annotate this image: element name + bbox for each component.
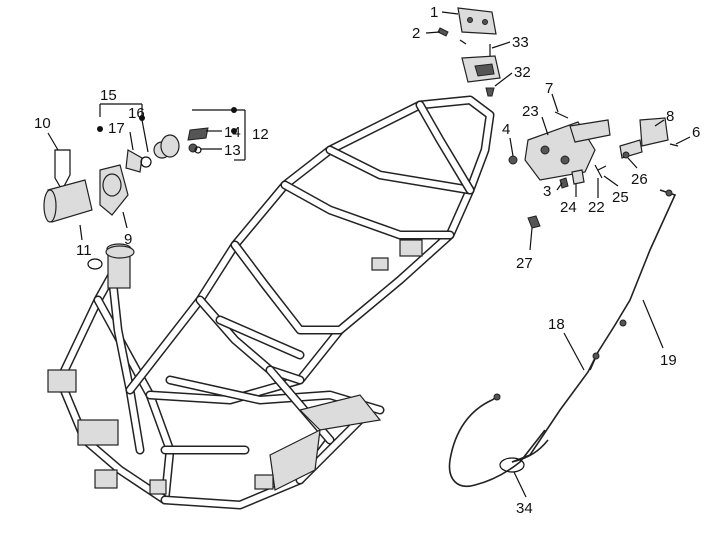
- bolt: [527, 215, 541, 229]
- label-3: 3: [543, 183, 551, 200]
- label-27: 27: [516, 255, 533, 272]
- label-19: 19: [660, 352, 677, 369]
- seal-ring: [87, 258, 103, 270]
- label-15: 15: [100, 87, 117, 104]
- cable-clamp: [499, 457, 525, 473]
- latch-pin: [187, 127, 209, 141]
- label-9: 9: [124, 231, 132, 248]
- lock-cylinder: [125, 149, 143, 173]
- frame-tube-core: [417, 102, 473, 193]
- label-4: 4: [502, 121, 510, 138]
- label-17: 17: [108, 120, 125, 137]
- steering-head: [47, 243, 132, 489]
- label-32: 32: [514, 64, 531, 81]
- label-24: 24: [560, 199, 577, 216]
- frame-tube-core: [327, 147, 473, 193]
- label-12: 12: [252, 126, 269, 143]
- label-33: 33: [512, 34, 529, 51]
- frame-tube: [230, 185, 475, 335]
- cables: [448, 189, 677, 487]
- fuel-filler-assembly: [43, 127, 209, 270]
- screw: [437, 27, 449, 37]
- label-2: 2: [412, 25, 420, 42]
- cable-19: [511, 189, 677, 463]
- bracket-plate: [457, 7, 497, 35]
- label-1: 1: [430, 4, 438, 21]
- label-7: 7: [545, 80, 553, 97]
- frame-tube-core: [217, 317, 303, 358]
- label-13: 13: [224, 142, 241, 159]
- filler-neck: [105, 245, 135, 259]
- label-22: 22: [588, 199, 605, 216]
- actuator: [639, 117, 669, 147]
- seat-lock-bracket: [437, 7, 501, 97]
- label-10: 10: [34, 115, 51, 132]
- part-labels: 1 2 33 32 15 16 17 10 14 12 13 9 11 7 23…: [34, 4, 700, 517]
- frame-tube-core: [147, 327, 343, 403]
- frame-tube: [280, 180, 455, 240]
- frame-tube-core: [127, 97, 493, 393]
- label-34: 34: [516, 500, 533, 517]
- label-14: 14: [224, 124, 241, 141]
- frame-tube-core: [232, 187, 473, 333]
- label-18: 18: [548, 316, 565, 333]
- leader-lines: [47, 11, 691, 498]
- frame-tube-core: [109, 272, 143, 453]
- frame-tube-core: [57, 377, 168, 503]
- label-11: 11: [76, 242, 92, 259]
- chassis-frame: [55, 95, 495, 510]
- cap-ring: [160, 134, 180, 158]
- rear-brackets: [149, 239, 423, 495]
- label-8: 8: [666, 108, 674, 125]
- bracket-dots: [97, 107, 237, 134]
- label-16: 16: [128, 105, 145, 122]
- label-25: 25: [612, 189, 629, 206]
- label-26: 26: [631, 171, 648, 188]
- clip: [54, 149, 71, 192]
- cable-18: [448, 394, 546, 487]
- lock-mechanism-assembly: [508, 111, 679, 229]
- label-6: 6: [692, 124, 700, 141]
- frame-tube-core: [282, 182, 453, 238]
- label-23: 23: [522, 103, 539, 120]
- nut: [508, 155, 518, 165]
